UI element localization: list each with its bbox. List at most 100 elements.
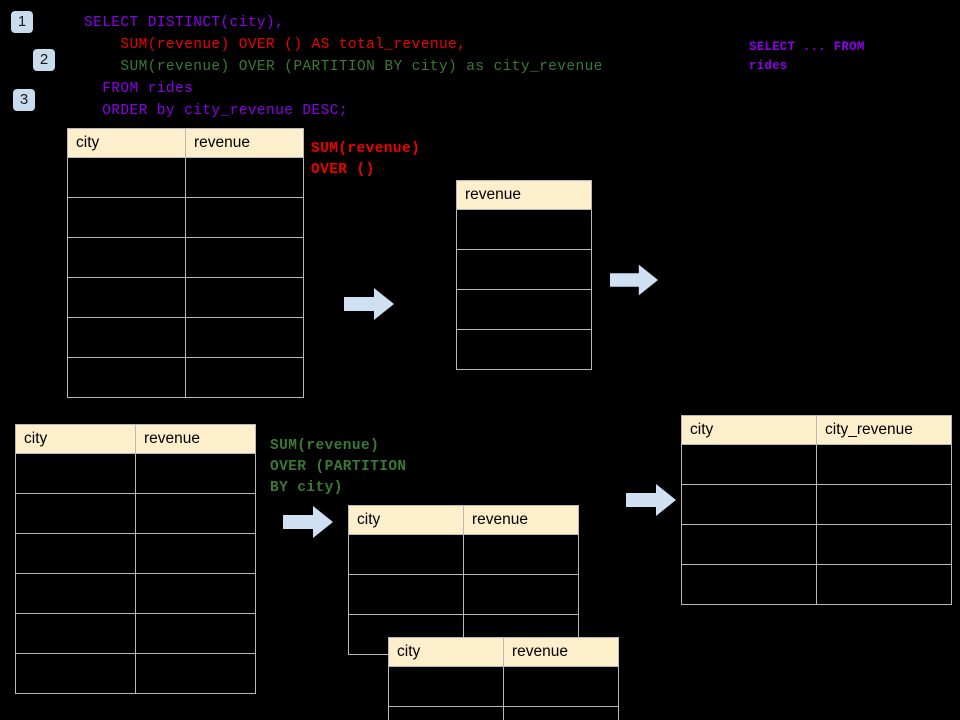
cell-city	[67, 357, 186, 398]
cell-revenue	[185, 357, 304, 398]
cell-city	[15, 613, 136, 654]
table-row	[388, 666, 619, 707]
cell-city-revenue	[816, 564, 952, 605]
table-row	[67, 157, 304, 198]
table-row	[456, 249, 592, 290]
annotation-select-from-rides: SELECT ... FROM rides	[749, 40, 865, 73]
table-row	[15, 573, 256, 614]
table-row	[67, 197, 304, 238]
result-table: city city_revenue	[681, 415, 952, 605]
column-header-revenue: revenue	[463, 505, 579, 535]
table-row	[456, 209, 592, 250]
table-row	[681, 444, 952, 485]
partition-group-table-back: city revenue	[348, 505, 579, 655]
cell-revenue	[503, 666, 619, 707]
rides-source-table: city revenue	[67, 128, 304, 398]
cell-city-revenue	[816, 444, 952, 485]
table-row	[681, 524, 952, 565]
partition-group-table-front: city revenue	[388, 637, 619, 720]
sql-line-2: SUM(revenue) OVER () AS total_revenue,	[84, 37, 467, 53]
step-badge-2: 2	[33, 49, 55, 71]
table-row	[15, 493, 256, 534]
table-row	[348, 574, 579, 615]
cell-city-revenue	[816, 524, 952, 565]
cell-city	[15, 453, 136, 494]
cell-revenue	[135, 653, 256, 694]
table-row	[456, 289, 592, 330]
cell-revenue	[456, 289, 592, 330]
cell-revenue	[503, 706, 619, 720]
table-row	[348, 534, 579, 575]
table-header-row: revenue	[456, 180, 592, 210]
cell-revenue	[185, 277, 304, 318]
column-header-revenue: revenue	[135, 424, 256, 454]
column-header-city: city	[388, 637, 504, 667]
cell-city	[67, 237, 186, 278]
column-header-revenue: revenue	[456, 180, 592, 210]
cell-revenue	[135, 493, 256, 534]
column-header-city: city	[348, 505, 464, 535]
step-badge-1: 1	[11, 11, 33, 33]
table-row	[67, 317, 304, 358]
cell-city	[15, 653, 136, 694]
cell-revenue	[185, 157, 304, 198]
cell-city	[15, 493, 136, 534]
cell-city	[67, 317, 186, 358]
annotation-sum-over-empty: SUM(revenue) OVER ()	[311, 141, 421, 178]
arrow-total-to-result	[610, 264, 658, 296]
cell-revenue	[135, 453, 256, 494]
cell-city	[681, 524, 817, 565]
cell-city	[681, 564, 817, 605]
sql-line-3: SUM(revenue) OVER (PARTITION BY city) as…	[84, 59, 603, 75]
column-header-revenue: revenue	[503, 637, 619, 667]
cell-revenue	[463, 574, 579, 615]
table-row	[67, 277, 304, 318]
cell-city	[681, 444, 817, 485]
column-header-city: city	[681, 415, 817, 445]
column-header-city-revenue: city_revenue	[816, 415, 952, 445]
table-row	[67, 237, 304, 278]
cell-revenue	[185, 237, 304, 278]
cell-city	[15, 573, 136, 614]
table-row	[15, 533, 256, 574]
table-row	[681, 484, 952, 525]
sql-line-4: FROM rides	[84, 81, 194, 97]
cell-revenue	[456, 249, 592, 290]
cell-revenue	[185, 317, 304, 358]
cell-city	[15, 533, 136, 574]
step-badge-3: 3	[13, 89, 35, 111]
total-revenue-table: revenue	[456, 180, 592, 370]
table-row	[388, 706, 619, 720]
cell-city	[388, 666, 504, 707]
column-header-city: city	[15, 424, 136, 454]
table-row	[67, 357, 304, 398]
table-header-row: city revenue	[388, 637, 619, 667]
table-header-row: city city_revenue	[681, 415, 952, 445]
cell-revenue	[456, 209, 592, 250]
cell-revenue	[456, 329, 592, 370]
table-row	[681, 564, 952, 605]
cell-city	[388, 706, 504, 720]
rides-source-table-2: city revenue	[15, 424, 256, 694]
table-row	[15, 453, 256, 494]
table-row	[456, 329, 592, 370]
column-header-revenue: revenue	[185, 128, 304, 158]
cell-city-revenue	[816, 484, 952, 525]
cell-city	[67, 277, 186, 318]
cell-revenue	[135, 533, 256, 574]
cell-city	[348, 574, 464, 615]
cell-revenue	[463, 534, 579, 575]
column-header-city: city	[67, 128, 186, 158]
cell-city	[681, 484, 817, 525]
cell-city	[67, 157, 186, 198]
cell-city	[67, 197, 186, 238]
sql-line-5: ORDER by city_revenue DESC;	[84, 103, 348, 119]
table-row	[15, 653, 256, 694]
cell-revenue	[135, 613, 256, 654]
table-header-row: city revenue	[348, 505, 579, 535]
arrow-partition-to-result	[626, 484, 676, 516]
cell-city	[348, 534, 464, 575]
table-header-row: city revenue	[67, 128, 304, 158]
cell-revenue	[185, 197, 304, 238]
